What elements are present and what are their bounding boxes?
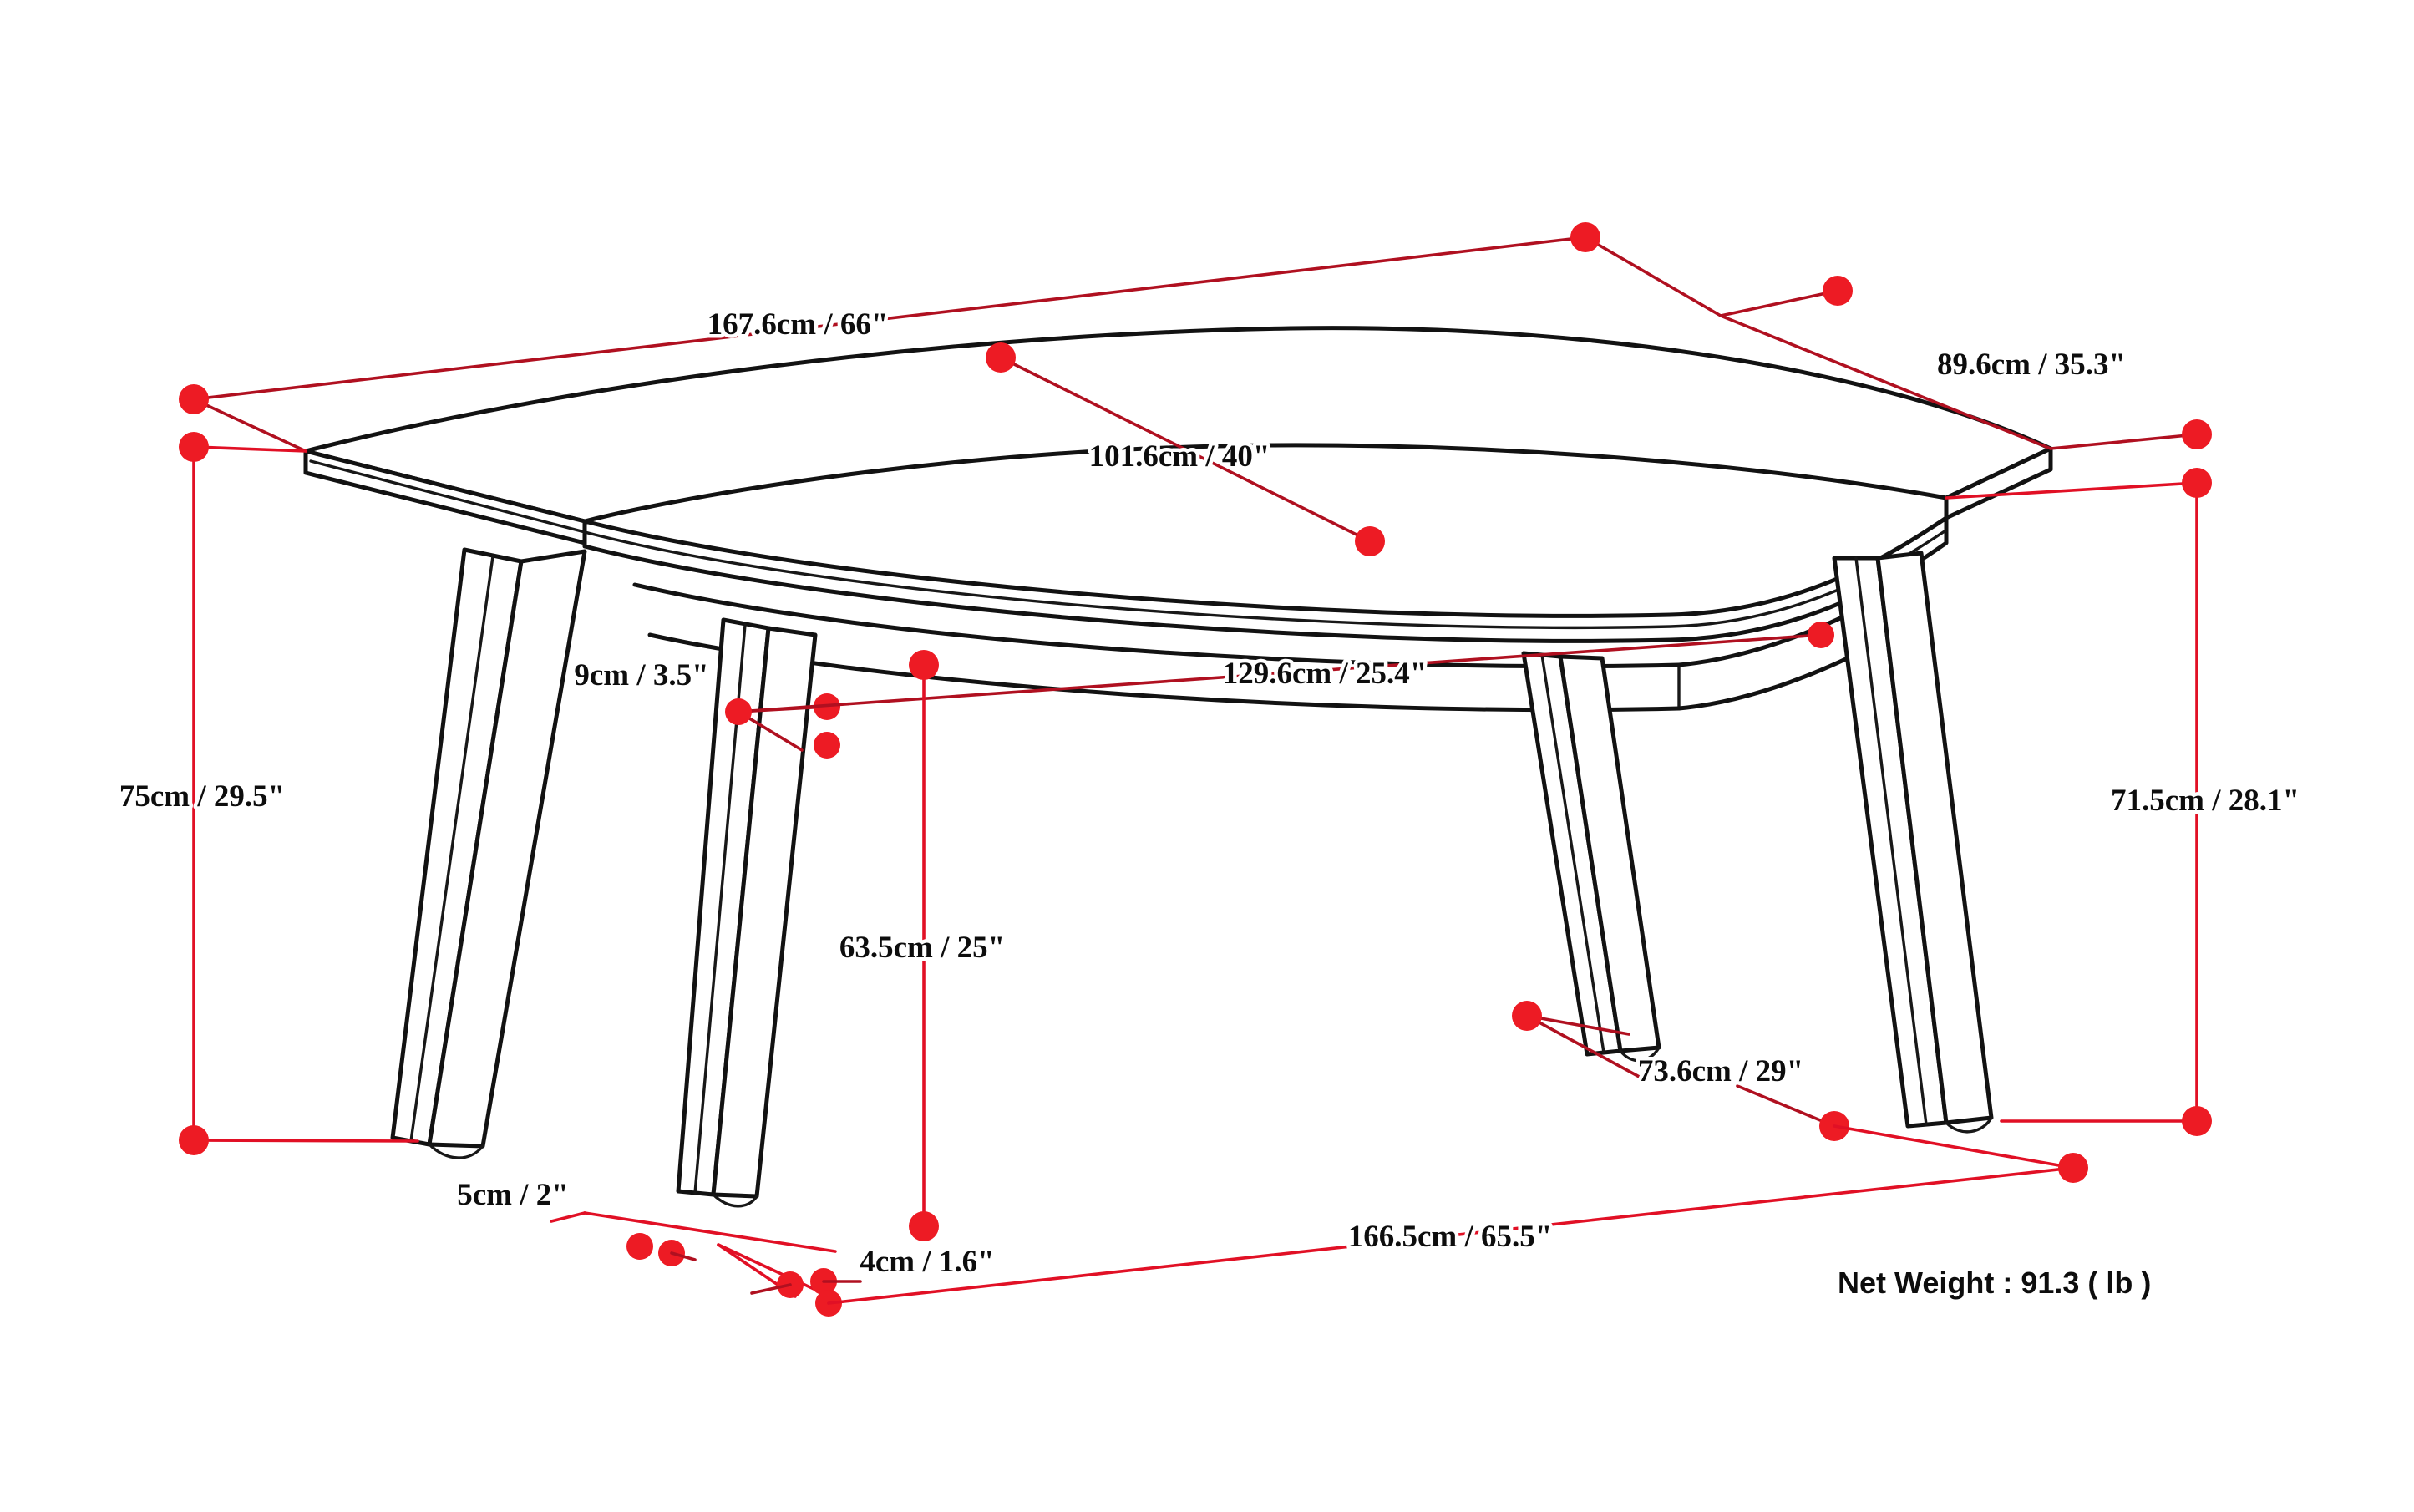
dim-label-apron-height: 71.5cm / 28.1" <box>2111 784 2300 818</box>
dim-label-leg-bottom-depth: 4cm / 1.6" <box>860 1245 994 1279</box>
dim-dot-leg-width-a <box>626 1233 653 1260</box>
dim-leg-bottom-depth: 4cm / 1.6" <box>717 1241 998 1317</box>
tabletop-left-bevel-line <box>309 459 590 535</box>
dim-dot-height-bottom <box>179 1125 209 1155</box>
dim-dot-spread-length-right <box>2058 1153 2088 1183</box>
dim-dot-top-width-back <box>986 342 1016 373</box>
dim-label-leg-spread-length: 166.5cm / 65.5" <box>1348 1220 1553 1254</box>
dim-top-width: 101.6cm / 40" <box>986 342 1385 556</box>
dim-label-top-width: 101.6cm / 40" <box>1089 439 1270 474</box>
dim-dot-spread-depth-a <box>1512 1001 1542 1031</box>
dim-dot-apron-span-left <box>725 698 752 725</box>
dim-dot-apron-span-right <box>1808 622 1834 648</box>
leg-front-right-scribe <box>1854 556 1928 1126</box>
dim-dot-depth-right-a <box>1823 276 1853 306</box>
tabletop-front-edge-face <box>582 515 1949 643</box>
leg-front-right-foot <box>1945 1116 1993 1134</box>
dim-dot-clearance-bottom <box>909 1211 939 1241</box>
leg-front-right <box>1832 551 1994 1134</box>
leg-back-right-scribe <box>1540 653 1605 1054</box>
dim-dot-top-length-right <box>1570 222 1600 252</box>
leg-back-left-foot <box>712 1193 758 1208</box>
table-illustration <box>303 326 2053 1208</box>
leg-back-right-foot <box>1619 1046 1661 1063</box>
dim-label-leg-spread-depth: 73.6cm / 29" <box>1638 1054 1803 1088</box>
dim-dot-apron-thickness-bottom <box>814 732 840 759</box>
leg-front-left-foot <box>428 1143 484 1159</box>
dim-label-clearance-height: 63.5cm / 25" <box>839 931 1005 965</box>
leg-front-left-scribe <box>409 555 494 1143</box>
dim-leg-spread-depth: 73.6cm / 29" <box>1512 1001 1849 1141</box>
dimension-annotations: 167.6cm / 66" 101.6cm / 40" 89.6cm / 35.… <box>115 222 2304 1317</box>
leg-back-right <box>1521 651 1661 1063</box>
apron-back-top-rail <box>632 582 1681 669</box>
dim-overall-height: 75cm / 29.5" <box>115 432 419 1155</box>
dim-label-top-depth-right: 89.6cm / 35.3" <box>1937 348 2126 382</box>
dim-apron-height: 71.5cm / 28.1" <box>1945 468 2304 1136</box>
leg-front-left <box>390 547 587 1159</box>
dim-apron-thickness: 9cm / 3.5" <box>571 655 840 759</box>
dim-dot-apron-height-bottom <box>2182 1106 2212 1136</box>
dim-leg-spread-length: 166.5cm / 65.5" <box>827 1124 2088 1305</box>
dim-dot-height-top <box>179 432 209 462</box>
dim-label-apron-thickness: 9cm / 3.5" <box>574 658 708 693</box>
dim-dot-top-length-left <box>179 384 209 414</box>
dim-top-length: 167.6cm / 66" <box>179 222 1722 453</box>
dim-apron-span: 129.6cm / 25.4" <box>725 622 1834 752</box>
dim-dot-apron-height-top <box>2182 468 2212 498</box>
dim-dot-depth-right-b <box>2182 419 2212 449</box>
dim-label-top-length: 167.6cm / 66" <box>707 307 889 342</box>
dim-top-depth-right: 89.6cm / 35.3" <box>1719 276 2212 450</box>
dim-dot-top-width-front <box>1355 526 1385 556</box>
dim-dot-clearance-top <box>909 650 939 680</box>
net-weight-label: Net Weight : 91.3 ( lb ) <box>1838 1266 2151 1300</box>
leg-back-left <box>676 617 818 1208</box>
dim-label-apron-span: 129.6cm / 25.4" <box>1223 657 1428 691</box>
dim-label-leg-bottom-width: 5cm / 2" <box>457 1178 569 1212</box>
dim-clearance-height: 63.5cm / 25" <box>835 650 1009 1241</box>
dim-label-overall-height: 75cm / 29.5" <box>119 779 285 814</box>
dim-leg-bottom-width: 5cm / 2" <box>454 1175 837 1266</box>
